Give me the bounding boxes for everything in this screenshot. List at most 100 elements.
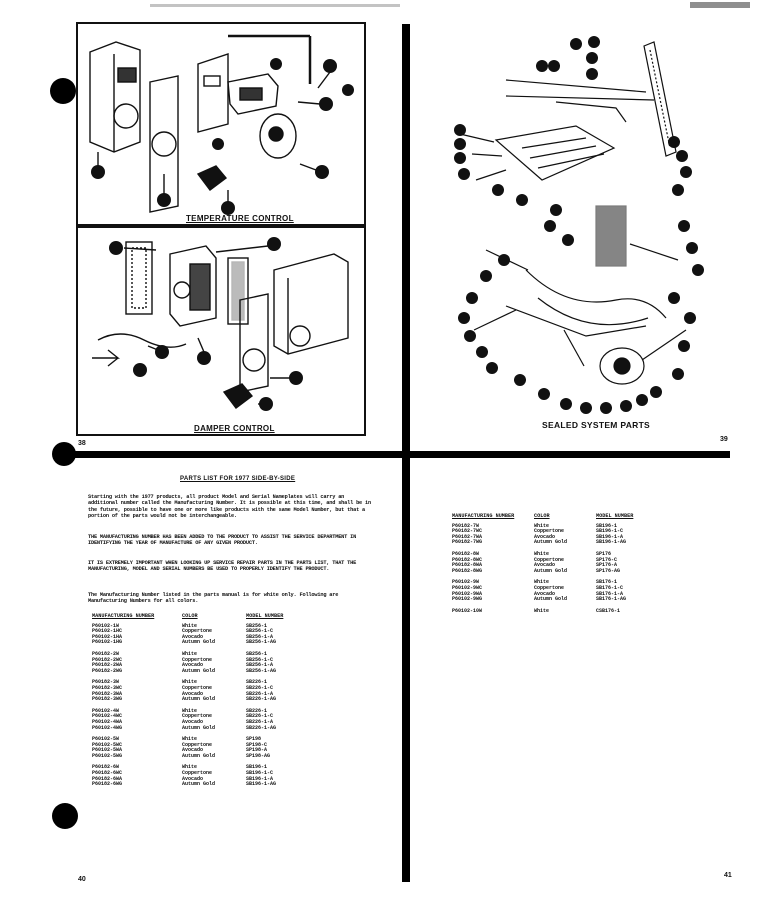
table-cell: P60182-6WA (92, 775, 123, 782)
table-cell: Autumn Gold (182, 639, 216, 646)
table-cell: White (534, 607, 550, 614)
table-cell: P60182-8W (452, 550, 480, 557)
table-cell: Autumn Gold (534, 539, 568, 546)
table-cell: CSB176-1 (596, 607, 621, 614)
table-cell: SB226-1-AG (246, 724, 277, 731)
table-cell: SB256-1-C (246, 656, 274, 663)
table-cell: SB256-1 (246, 622, 268, 629)
note-paragraph: The Manufacturing Number listed in the p… (88, 592, 339, 605)
table-cell: P60102-10W (452, 607, 483, 614)
parts-table-left: MANUFACTURING NUMBER COLOR MODEL NUMBER … (92, 613, 306, 788)
table-cell: SP176-AG (596, 567, 621, 574)
table-cell: P60182-7W (452, 522, 480, 529)
table-cell: Autumn Gold (534, 596, 568, 603)
table-cell: Avocado (534, 562, 556, 569)
table-cell: Avocado (534, 590, 556, 597)
table-cell: Coppertone (182, 684, 213, 691)
damper-control-panel: DAMPER CONTROL (76, 226, 366, 436)
column-header: MODEL NUMBER (596, 513, 634, 519)
table-cell: P60182-6WG (92, 781, 123, 788)
table-cell: White (182, 736, 198, 743)
table-cell: Avocado (182, 633, 204, 640)
table-cell: P60182-7WC (452, 528, 483, 535)
table-cell: SB196-1-A (596, 533, 624, 540)
table-cell: P60182-3W (92, 679, 120, 686)
table-cell: P60102-4WA (92, 718, 123, 725)
table-cell: SB196-1 (246, 764, 268, 771)
table-cell: SP198-A (246, 747, 268, 754)
notice-paragraph: THE MANUFACTURING NUMBER HAS BEEN ADDED … (88, 534, 357, 547)
damper-control-diagram (92, 237, 349, 411)
table-cell: P60102-1W (92, 622, 120, 629)
intro-paragraph: Starting with the 1977 products, all pro… (88, 494, 371, 519)
table-cell: White (182, 707, 198, 714)
table-cell: P60102-9W (452, 579, 480, 586)
table-cell: P60102-9WG (452, 596, 483, 603)
table-cell: P60102-5WC (92, 741, 123, 748)
table-cell: Avocado (534, 533, 556, 540)
table-row: P60182-3WC Coppertone SB226-1-C (92, 684, 306, 692)
table-cell: P60182-2W (92, 650, 120, 657)
table-cell: Autumn Gold (182, 724, 216, 731)
table-row: P60182-8WG Autumn Gold SP176-AG (452, 567, 656, 575)
table-cell: SP198-C (246, 741, 268, 748)
warning-paragraph: IT IS EXTREMELY IMPORTANT WHEN LOOKING U… (88, 560, 357, 573)
upper-page-number: 39 (720, 436, 728, 443)
table-cell: P60182-7WG (452, 539, 483, 546)
table-cell: SP176-A (596, 562, 618, 569)
column-header: MANUFACTURING NUMBER (452, 513, 515, 519)
table-cell: P60182-8WC (452, 556, 483, 563)
table-cell: P60182-8WG (452, 567, 483, 574)
table-cell: P60102-9WA (452, 590, 483, 597)
table-cell: Avocado (182, 690, 204, 697)
table-cell: Avocado (182, 718, 204, 725)
table-cell: SB196-1-AG (596, 539, 627, 546)
temperature-control-diagram (89, 34, 354, 215)
column-header: COLOR (534, 513, 550, 519)
table-cell: SB226-1-C (246, 684, 274, 691)
table-row: P60182-8WA Avocado SP176-A (452, 563, 656, 569)
table-cell: SB256-1 (246, 650, 268, 657)
table-cell: SB196-1-C (596, 528, 624, 535)
table-cell: SB176-1-C (596, 584, 624, 591)
table-cell: Autumn Gold (534, 567, 568, 574)
table-cell: Coppertone (182, 713, 213, 720)
table-cell: SB196-1-C (246, 770, 274, 777)
table-cell: SB226-1-C (246, 713, 274, 720)
table-cell: P60182-2WC (92, 656, 123, 663)
table-cell: Avocado (182, 775, 204, 782)
column-header: COLOR (182, 613, 198, 619)
table-cell: P60182-6WC (92, 770, 123, 777)
table-cell: White (534, 550, 550, 557)
divider-horizontal (60, 451, 730, 458)
table-cell: SB226-1 (246, 707, 268, 714)
table-cell: P60182-3WA (92, 690, 123, 697)
binder-hole-top (50, 78, 76, 104)
table-cell: P60182-8WA (452, 562, 483, 569)
table-cell: Coppertone (182, 770, 213, 777)
table-row: P60102-1W White SB256-1 (92, 622, 306, 630)
table-cell: SB196-1-A (246, 775, 274, 782)
table-cell: SB196-1-AG (246, 781, 277, 788)
diagram-caption: SEALED SYSTEM PARTS (542, 420, 651, 430)
parts-list-title: PARTS LIST FOR 1977 SIDE-BY-SIDE (180, 476, 296, 482)
table-cell: White (182, 622, 198, 629)
column-header: MODEL NUMBER (246, 613, 284, 619)
table-cell: P60182-3WC (92, 684, 123, 691)
